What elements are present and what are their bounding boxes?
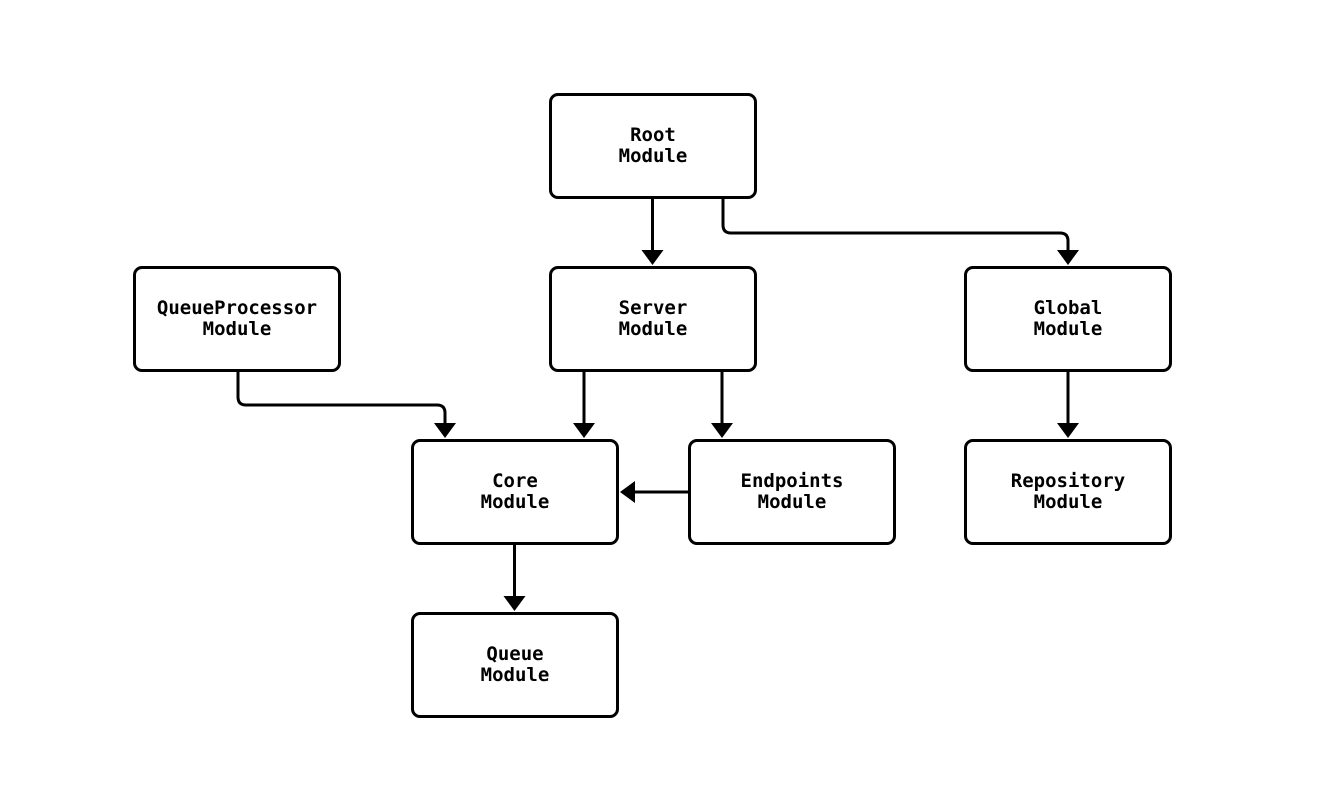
- edge-global-repository: [1057, 370, 1079, 438]
- node-queueprocessor-module-label: QueueProcessor Module: [156, 297, 318, 340]
- node-queueprocessor-module: QueueProcessor Module: [133, 266, 341, 372]
- node-server-module-label: Server Module: [618, 297, 688, 340]
- node-global-module-label: Global Module: [1033, 297, 1103, 340]
- edge-endpoints-core: [620, 481, 690, 503]
- node-queue-module: Queue Module: [411, 612, 619, 718]
- node-root-module: Root Module: [549, 93, 757, 199]
- node-server-module: Server Module: [549, 266, 757, 372]
- node-endpoints-module: Endpoints Module: [688, 439, 896, 545]
- edge-root-global: [721, 197, 1079, 265]
- edge-queueprocessor-core: [236, 370, 456, 438]
- edge-core-queue: [503, 543, 526, 611]
- edge-root-server: [641, 197, 664, 265]
- node-core-module-label: Core Module: [480, 470, 550, 513]
- node-repository-module-label: Repository Module: [1010, 470, 1126, 513]
- node-global-module: Global Module: [964, 266, 1172, 372]
- node-root-module-label: Root Module: [618, 124, 688, 167]
- node-repository-module: Repository Module: [964, 439, 1172, 545]
- edge-server-endpoints: [711, 370, 733, 438]
- node-queue-module-label: Queue Module: [480, 643, 550, 686]
- edge-server-core: [573, 370, 595, 438]
- node-core-module: Core Module: [411, 439, 619, 545]
- node-endpoints-module-label: Endpoints Module: [740, 470, 844, 513]
